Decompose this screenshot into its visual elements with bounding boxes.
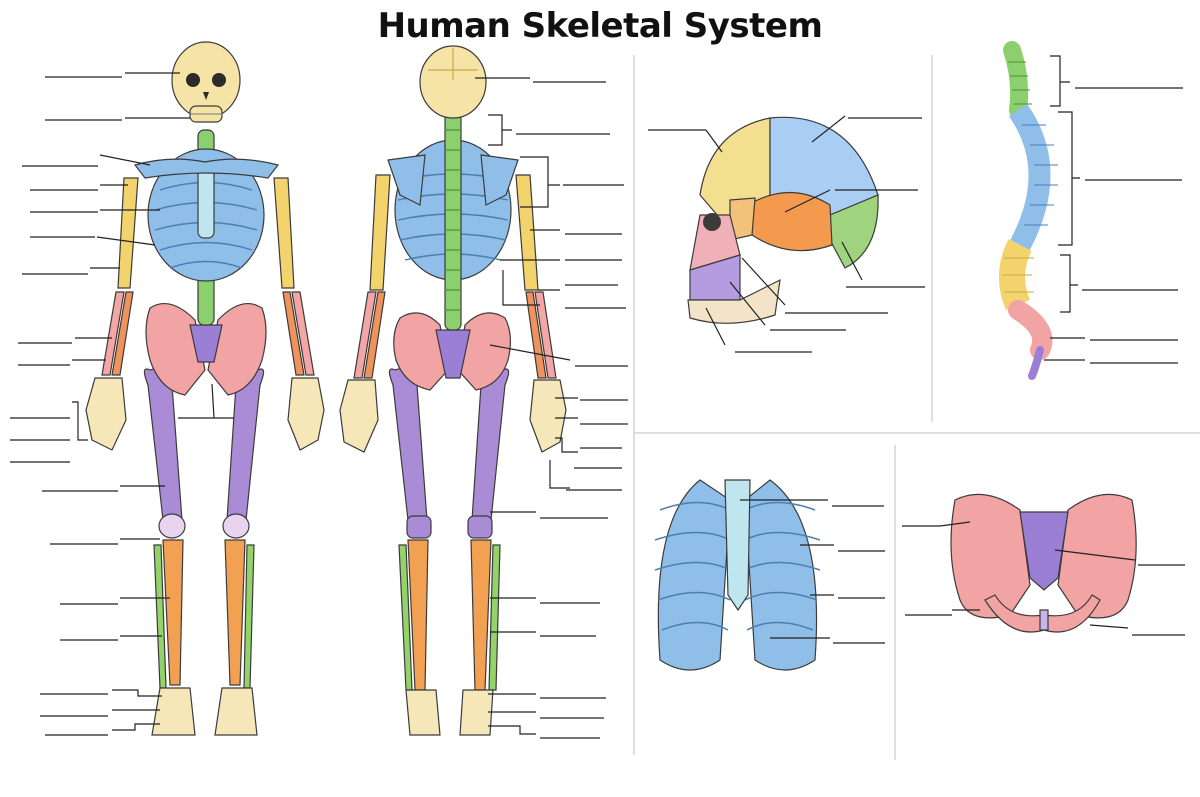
page-title: Human Skeletal System <box>377 6 823 46</box>
rib-cage-detail <box>654 479 821 671</box>
posterior-feet <box>405 689 494 736</box>
pelvis-detail <box>950 493 1137 633</box>
anterior-femur <box>143 364 265 521</box>
label-lines-spine <box>1044 55 1183 364</box>
anterior-tibia <box>162 539 246 686</box>
anterior-forearm <box>101 291 315 376</box>
posterior-skull <box>419 45 487 119</box>
skull-lateral <box>687 116 879 324</box>
posterior-skeleton <box>339 45 567 736</box>
label-lines-ribcage <box>740 499 885 644</box>
anterior-skull <box>171 41 241 123</box>
vertebral-column <box>998 41 1058 380</box>
label-lines-anterior <box>10 72 234 736</box>
posterior-fibula <box>398 544 501 691</box>
posterior-tibia <box>407 539 492 691</box>
posterior-hands <box>339 379 567 453</box>
posterior-spine <box>444 107 462 331</box>
anterior-feet <box>151 687 258 736</box>
label-lines-pelvis <box>902 521 1185 636</box>
label-lines-posterior <box>475 77 628 739</box>
anterior-humerus <box>117 177 295 289</box>
anterior-pelvis <box>145 302 267 396</box>
anterior-patella <box>158 513 250 539</box>
anterior-shoulders <box>133 158 280 179</box>
anterior-skeleton <box>85 41 325 736</box>
posterior-femur <box>388 364 510 521</box>
anterior-hands <box>85 377 325 451</box>
posterior-knees <box>406 515 493 539</box>
anterior-ribcage <box>147 148 265 282</box>
posterior-pelvis <box>393 312 511 391</box>
label-lines-skull <box>648 115 925 353</box>
posterior-scapula <box>387 154 519 206</box>
panel-dividers <box>633 55 1200 760</box>
